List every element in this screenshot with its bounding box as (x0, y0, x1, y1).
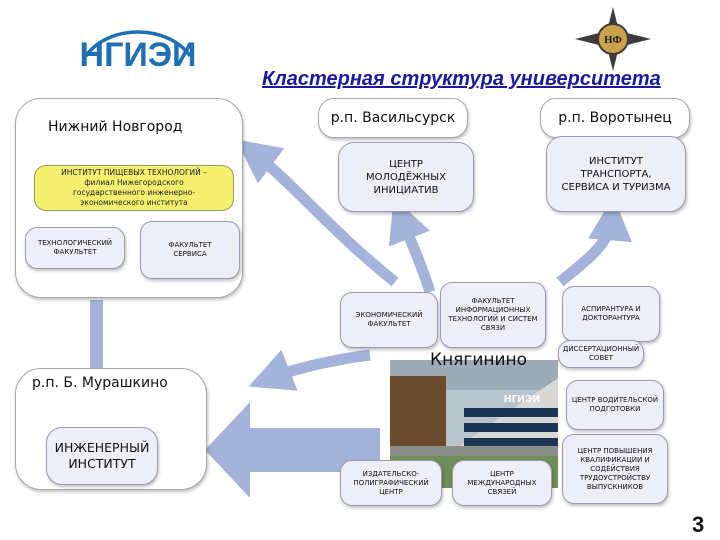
arc-arrow-to-vasilsursk (388, 197, 436, 294)
page-number: 3 (692, 512, 705, 537)
logo-icon: НГИЭИ (80, 30, 197, 74)
emblem: НФ (572, 6, 654, 72)
publishing-center: ИЗДАТЕЛЬСКО- ПОЛИГРАФИЧЕСКИЙ ЦЕНТР (340, 460, 442, 506)
knyaginino-label: Княгинино (430, 350, 528, 370)
engineering-institute: ИНЖЕНЕРНЫЙ ИНСТИТУТ (46, 427, 158, 485)
dissertation-council: ДИССЕРТАЦИОННЫЙ СОВЕТ (558, 340, 644, 368)
vorotynets-header: р.п. Воротынец (540, 98, 690, 138)
nizhny-service-faculty: ФАКУЛЬТЕТ СЕРВИСА (140, 221, 240, 279)
nizhny-city-label: Нижний Новгород (48, 119, 183, 135)
nizhny-tech-faculty: ТЕХНОЛОГИЧЕСКИЙ ФАКУЛЬТЕТ (25, 227, 125, 269)
arc-arrow-to-vorotynets (556, 196, 632, 287)
logo-text: НГИЭИ (80, 36, 197, 74)
economic-faculty: ЭКОНОМИЧЕСКИЙ ФАКУЛЬТЕТ (340, 292, 438, 348)
page-title: Кластерная структура университета (262, 68, 661, 90)
arc-arrow-to-nizhny (235, 139, 399, 287)
vasilsursk-header: р.п. Васильсурск (318, 98, 468, 138)
international-center: ЦЕНТР МЕЖДУНАРОДНЫХ СВЯЗЕЙ (452, 460, 552, 506)
nizhny-institute: ИНСТИТУТ ПИЩЕВЫХ ТЕХНОЛОГИЙ – филиал Ниж… (34, 165, 234, 211)
emblem-text: НФ (604, 34, 623, 46)
it-faculty: ФАКУЛЬТЕТ ИНФОРМАЦИОННЫХ ТЕХНОЛОГИЙ И СИ… (440, 282, 546, 348)
compass-emblem-icon: НФ (575, 7, 651, 71)
photo-sign: нгиэи (504, 390, 540, 405)
vasilsursk-youth-center: ЦЕНТР МОЛОДЁЖНЫХ ИНИЦИАТИВ (338, 142, 474, 212)
logo: НГИЭИ (78, 16, 198, 76)
vertical-arrow-to-nizhny (90, 300, 103, 370)
nizhny-cluster: Нижний Новгород ИНСТИТУТ ПИЩЕВЫХ ТЕХНОЛО… (15, 98, 243, 298)
postgrad-studies: АСПИРАНТУРА И ДОКТОРАНТУРА (562, 286, 660, 342)
murashkino-city-label: р.п. Б. Мурашкино (32, 375, 168, 391)
driver-training-center: ЦЕНТР ВОДИТЕЛЬСКОЙ ПОДГОТОВКИ (566, 380, 664, 430)
murashkino-cluster: р.п. Б. Мурашкино ИНЖЕНЕРНЫЙ ИНСТИТУТ (15, 368, 207, 490)
big-arrow-to-murashkino (205, 402, 380, 498)
qualification-center: ЦЕНТР ПОВЫШЕНИЯ КВАЛИФИКАЦИИ И СОДЕЙСТВИ… (562, 434, 668, 504)
vorotynets-transport-institute: ИНСТИТУТ ТРАНСПОРТА, СЕРВИСА И ТУРИЗМА (546, 136, 686, 212)
arc-arrow-to-murashkino (248, 349, 371, 391)
